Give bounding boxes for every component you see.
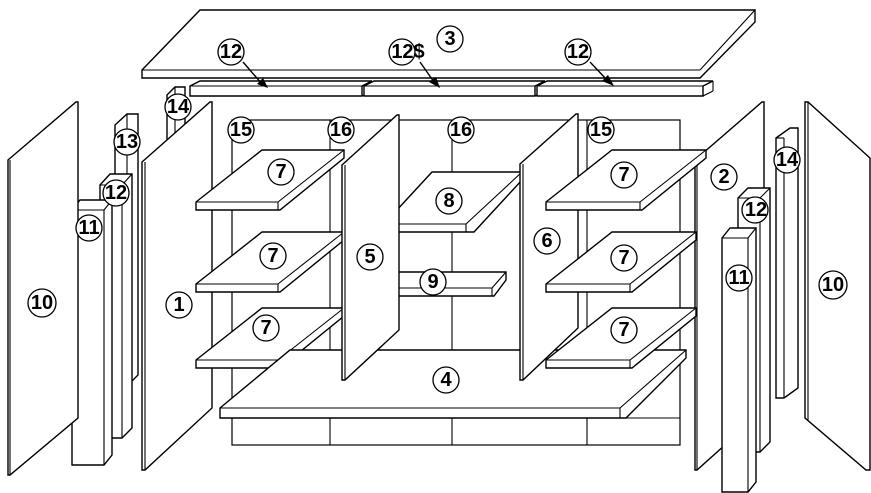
svg-text:1: 1 [173, 294, 184, 316]
svg-text:3: 3 [444, 28, 455, 50]
side-panel-1 [141, 101, 213, 471]
callout-12-top-left: 12 [217, 38, 245, 66]
callout-1: 1 [165, 291, 193, 319]
svg-text:11: 11 [78, 217, 99, 239]
callout-12-left: 12 [102, 179, 130, 207]
callout-12-top-center: 12$ [388, 38, 425, 66]
svg-text:12: 12 [105, 182, 127, 204]
callout-7-left-top: 7 [267, 158, 295, 186]
svg-text:14: 14 [167, 96, 190, 118]
svg-text:7: 7 [618, 319, 629, 341]
svg-text:2: 2 [718, 166, 729, 188]
callout-16-left: 16 [327, 116, 355, 144]
svg-text:7: 7 [618, 247, 629, 269]
callout-14-right: 14 [773, 146, 801, 174]
callout-4: 4 [432, 366, 460, 394]
svg-text:16: 16 [330, 119, 352, 141]
svg-text:12: 12 [220, 41, 242, 63]
callout-8: 8 [435, 187, 463, 215]
svg-text:7: 7 [275, 161, 286, 183]
svg-text:15: 15 [230, 119, 252, 141]
callout-7-left-bottom: 7 [252, 314, 280, 342]
callout-7-right-top: 7 [610, 161, 638, 189]
svg-text:13: 13 [116, 131, 138, 153]
svg-text:4: 4 [440, 369, 452, 391]
post-right-14 [775, 127, 799, 399]
svg-text:7: 7 [618, 164, 629, 186]
callout-5: 5 [356, 243, 384, 271]
svg-text:16: 16 [450, 119, 472, 141]
callout-arrows [242, 61, 614, 88]
callout-6: 6 [533, 227, 561, 255]
callout-10-right: 10 [818, 270, 848, 300]
top-rails [189, 80, 714, 97]
callout-15-right: 15 [587, 116, 615, 144]
svg-text:7: 7 [260, 317, 271, 339]
callout-14-left: 14 [164, 93, 192, 121]
callout-7-right-bottom: 7 [610, 316, 638, 344]
svg-text:15: 15 [590, 119, 612, 141]
svg-text:9: 9 [427, 271, 438, 293]
callout-13: 13 [113, 128, 141, 156]
svg-text:10: 10 [31, 292, 53, 314]
callout-2: 2 [710, 163, 738, 191]
left-post-11 [71, 199, 113, 466]
callout-10-left: 10 [27, 288, 57, 318]
svg-text:12: 12 [567, 41, 589, 63]
callout-9: 9 [419, 268, 447, 296]
callout-3: 3 [436, 25, 464, 53]
svg-text:12: 12 [745, 199, 767, 221]
callout-15-left: 15 [227, 116, 255, 144]
callout-12-top-right: 12 [564, 38, 592, 66]
callout-11-right: 11 [725, 264, 753, 292]
callout-7-right-mid: 7 [610, 244, 638, 272]
svg-text:6: 6 [541, 230, 552, 252]
callout-11-left: 11 [75, 214, 103, 242]
svg-text:8: 8 [443, 190, 454, 212]
callout-7-left-mid: 7 [259, 242, 287, 270]
svg-text:10: 10 [822, 274, 844, 296]
svg-text:11: 11 [728, 267, 749, 289]
callout-16-right: 16 [447, 116, 475, 144]
callout-12-right: 12 [741, 196, 769, 224]
svg-text:12$: 12$ [391, 41, 424, 63]
svg-text:7: 7 [267, 245, 278, 267]
svg-text:5: 5 [364, 246, 375, 268]
svg-text:14: 14 [776, 149, 799, 171]
